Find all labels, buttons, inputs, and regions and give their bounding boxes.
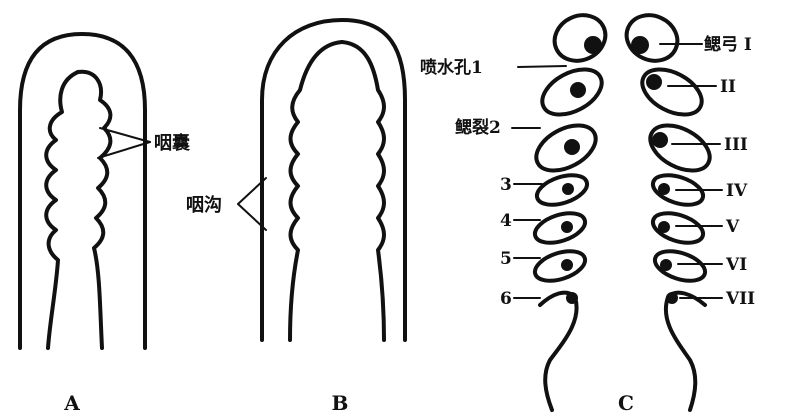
arch-right-4-dot <box>658 183 670 195</box>
arch-right-5-dot <box>658 221 670 233</box>
spiracle-label: 喷水孔1 <box>420 57 483 78</box>
gill-slit-5-label: 5 <box>500 249 512 269</box>
arch-left-4 <box>533 170 590 211</box>
gill-arch-4-label: IV <box>726 181 748 201</box>
panel-c: 喷水孔1 鳃裂2 3 4 5 6 鳃弓 I II III IV V <box>420 7 755 415</box>
panel-a-letter: A <box>63 391 80 415</box>
arch-left-7-dot <box>566 292 578 304</box>
gill-slit-2-label: 鳃裂2 <box>455 117 501 138</box>
arch-left-1 <box>547 7 613 69</box>
gill-slit-4-label: 4 <box>500 211 512 231</box>
pharyngeal-pouch-label: 咽囊 <box>154 132 191 154</box>
gill-slit-6-label: 6 <box>500 289 512 309</box>
panel-c-right-arches <box>619 7 717 410</box>
panel-b-letter: B <box>332 391 349 415</box>
arch-right-5 <box>649 208 706 249</box>
arch-left-6 <box>531 246 588 287</box>
panel-a-inner-right-wavy-outline <box>78 72 110 348</box>
panel-b-inner-right-wavy-outline <box>342 42 384 340</box>
gill-arch-7-label: VII <box>725 289 755 309</box>
arch-left-5 <box>531 208 588 249</box>
arch-right-7-dot <box>666 292 678 304</box>
pharyngeal-groove-label: 咽沟 <box>186 194 222 216</box>
arch-right-1-dot <box>631 36 649 54</box>
arch-left-6-dot <box>561 259 573 271</box>
arch-left-4-dot <box>562 183 574 195</box>
arch-left-1-dot <box>584 36 602 54</box>
gill-slit-3-label: 3 <box>500 175 512 195</box>
arch-right-2-dot <box>646 74 662 90</box>
gill-arch-6-label: VI <box>725 255 747 275</box>
panel-c-right-body-outline <box>666 293 705 410</box>
panel-c-right-labels: 鳃弓 I II III IV V VI VII <box>660 34 755 309</box>
arch-right-1 <box>619 7 685 69</box>
arch-right-3 <box>643 116 717 180</box>
arch-right-3-dot <box>652 132 668 148</box>
arch-right-2 <box>635 60 709 124</box>
arch-left-3-dot <box>564 139 580 155</box>
arch-left-2-dot <box>570 82 586 98</box>
gill-arch-5-label: V <box>725 217 740 237</box>
arch-left-5-dot <box>561 221 573 233</box>
panel-c-left-arches <box>529 7 613 410</box>
panel-a: 咽囊 A <box>20 34 191 415</box>
gill-arch-2-label: II <box>720 77 736 97</box>
arch-right-6-dot <box>660 259 672 271</box>
panel-c-left-body-outline <box>540 293 577 410</box>
panel-c-letter: C <box>618 391 634 415</box>
panel-a-inner-left-wavy-outline <box>46 72 78 348</box>
arch-right-6 <box>651 246 708 287</box>
panel-b: 咽沟 B <box>186 20 405 415</box>
gill-arch-1-label: 鳃弓 I <box>704 34 752 55</box>
panel-b-inner-left-wavy-outline <box>290 42 342 340</box>
panel-a-outer-outline <box>20 34 145 348</box>
spiracle-pointer <box>518 66 566 67</box>
gill-arch-3-label: III <box>724 135 748 155</box>
